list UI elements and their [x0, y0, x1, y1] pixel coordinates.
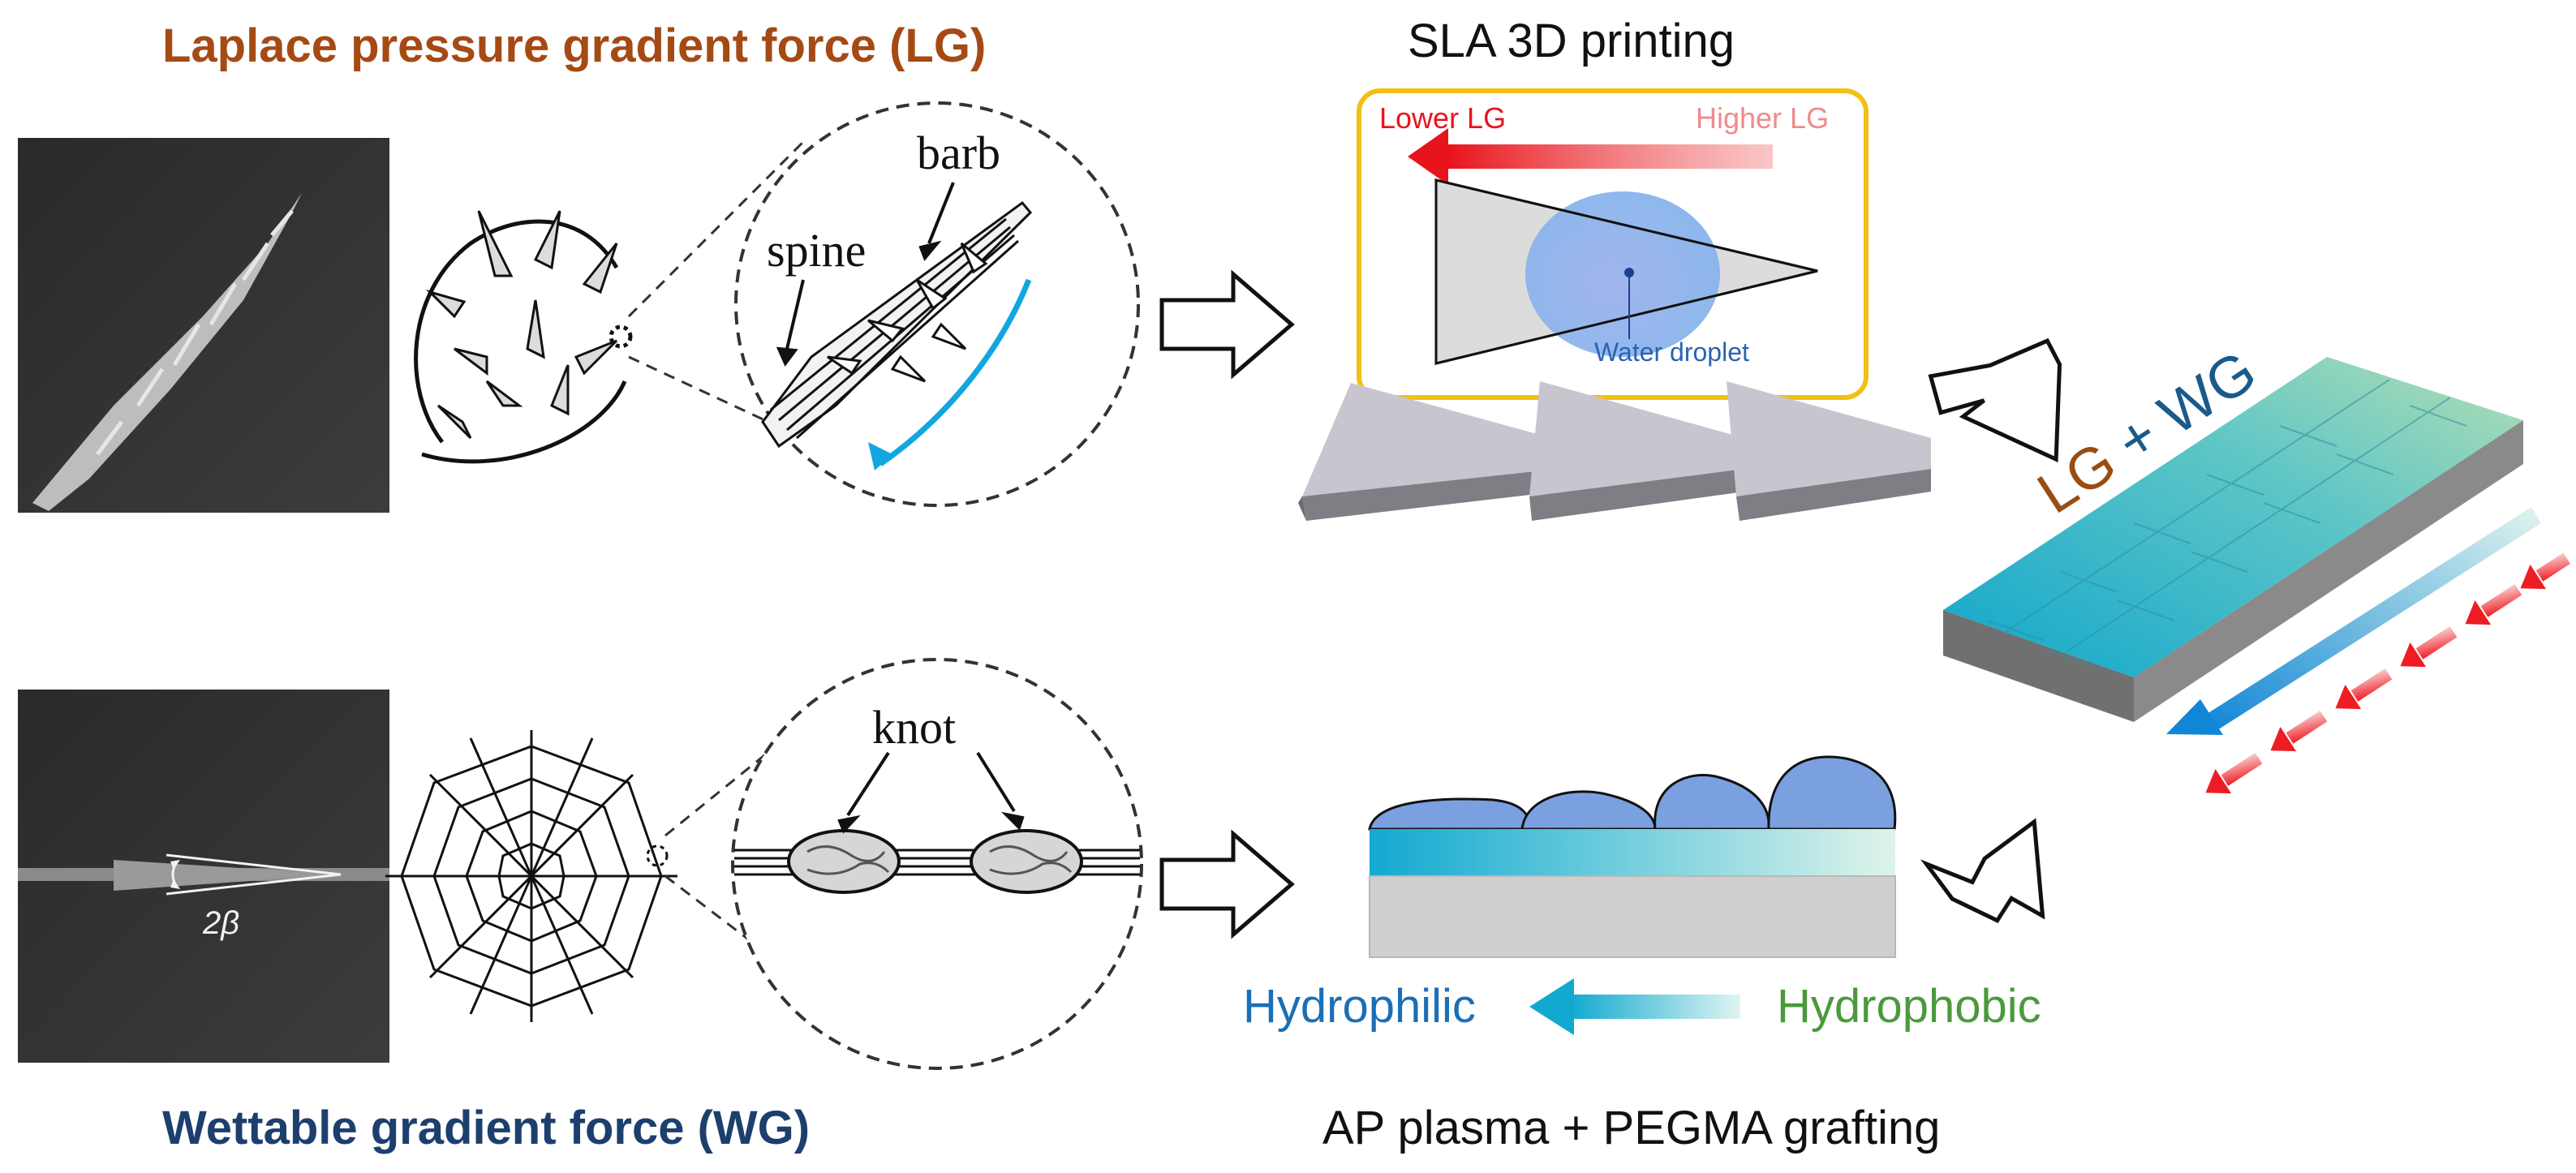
spine-label: spine — [767, 224, 867, 277]
merge-arrow-bottom — [1920, 818, 2045, 924]
laplace-gradient-panel — [1357, 88, 1869, 400]
sem-image-cactus-spine — [18, 138, 389, 513]
sem-image-spider-silk — [18, 690, 389, 1063]
zoom-circle-barb — [734, 101, 1140, 507]
printed-prism-row — [1298, 381, 1931, 521]
merge-arrow-top — [1928, 337, 2062, 463]
printed-prism-2 — [1529, 381, 1744, 521]
combined-flow-arrow — [2166, 507, 2541, 735]
lower-lg-label: Lower LG — [1379, 101, 1507, 135]
wettable-title: Wettable gradient force (WG) — [162, 1102, 811, 1154]
plasma-grafting-title: AP plasma + PEGMA grafting — [1322, 1102, 1941, 1154]
zoom-circle-knot — [731, 658, 1143, 1070]
sla-printing-title: SLA 3D printing — [1408, 15, 1735, 67]
higher-lg-label: Higher LG — [1696, 101, 1830, 135]
water-droplet-label: Water droplet — [1594, 337, 1749, 367]
printed-prism-3 — [1727, 381, 1931, 521]
process-arrow-bottom — [1159, 829, 1295, 939]
cactus-sketch — [414, 210, 633, 464]
hydrophilic-gradient-arrow — [1529, 978, 1740, 1035]
printed-prism-1 — [1298, 383, 1558, 521]
barb-label: barb — [917, 127, 1001, 179]
spider-web-sketch — [385, 730, 677, 1022]
combined-gradient-plate — [1943, 357, 2523, 722]
knot-label: knot — [872, 701, 957, 754]
process-arrow-top — [1159, 269, 1295, 380]
barb-flow-arrow — [879, 278, 1032, 466]
drainage-arrows — [2205, 552, 2570, 794]
hydrophilic-label: Hydrophilic — [1243, 980, 1476, 1033]
laplace-title: Laplace pressure gradient force (LG) — [162, 19, 987, 72]
hydrophobic-label: Hydrophobic — [1777, 980, 2041, 1033]
wettable-substrate — [1368, 755, 1897, 958]
cone-angle-label: 2β — [203, 905, 240, 941]
